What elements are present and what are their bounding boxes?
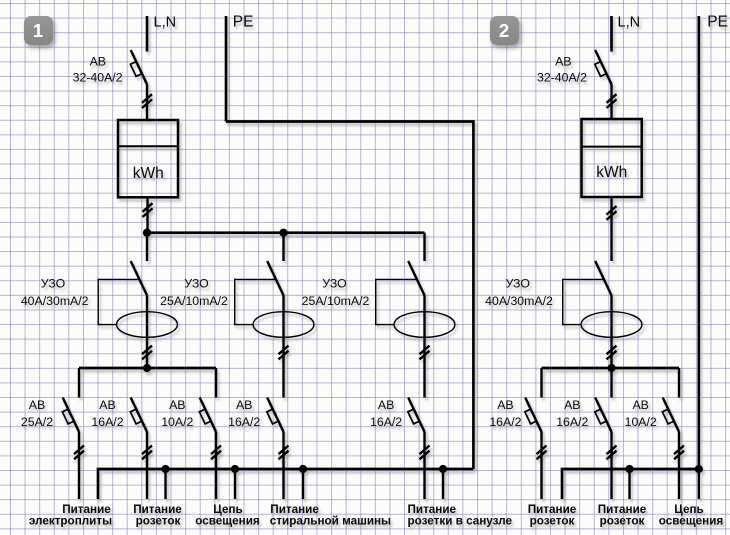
svg-text:25А/2: 25А/2: [21, 415, 53, 429]
svg-text:L,N: L,N: [154, 15, 177, 31]
svg-text:АВ: АВ: [99, 398, 115, 412]
svg-text:Цепь: Цепь: [213, 503, 242, 516]
svg-text:16А/2: 16А/2: [556, 415, 588, 429]
svg-text:kWh: kWh: [596, 164, 627, 181]
svg-text:АВ: АВ: [497, 398, 513, 412]
svg-text:40А/30mA/2: 40А/30mA/2: [21, 294, 89, 308]
svg-text:АВ: АВ: [236, 398, 252, 412]
svg-text:40А/30mA/2: 40А/30mA/2: [485, 294, 553, 308]
svg-text:розетки в санузле: розетки в санузле: [408, 514, 513, 527]
svg-text:32-40А/2: 32-40А/2: [537, 70, 587, 84]
svg-text:Цепь: Цепь: [674, 503, 703, 516]
svg-text:Питание: Питание: [408, 503, 457, 516]
svg-text:освещения: освещения: [659, 514, 723, 527]
svg-text:Питание: Питание: [528, 503, 577, 516]
svg-text:25А/10mA/2: 25А/10mA/2: [302, 294, 370, 308]
svg-text:УЗО: УЗО: [505, 277, 529, 291]
svg-text:розеток: розеток: [600, 514, 645, 527]
svg-text:электроплиты: электроплиты: [29, 514, 112, 527]
svg-text:розеток: розеток: [136, 514, 181, 527]
svg-text:Питание: Питание: [62, 503, 111, 516]
svg-text:АВ: АВ: [632, 398, 648, 412]
svg-text:АВ: АВ: [555, 55, 571, 69]
svg-text:kWh: kWh: [133, 165, 164, 182]
svg-text:освещения: освещения: [195, 514, 259, 527]
svg-text:АВ: АВ: [169, 398, 185, 412]
svg-text:PE: PE: [233, 14, 254, 31]
svg-text:10А/2: 10А/2: [161, 415, 193, 429]
svg-text:16А/2: 16А/2: [370, 415, 402, 429]
svg-text:25А/10mA/2: 25А/10mA/2: [160, 294, 228, 308]
svg-text:стиральной машины: стиральной машины: [270, 514, 391, 527]
svg-text:АВ: АВ: [29, 398, 45, 412]
svg-text:АВ: АВ: [378, 398, 394, 412]
svg-text:Питание: Питание: [270, 503, 319, 516]
svg-text:АВ: АВ: [564, 398, 580, 412]
svg-text:32-40А/2: 32-40А/2: [73, 71, 123, 85]
svg-text:розеток: розеток: [530, 514, 575, 527]
svg-text:УЗО: УЗО: [184, 277, 208, 291]
svg-text:PE: PE: [707, 14, 728, 31]
svg-text:АВ: АВ: [90, 55, 106, 69]
svg-text:L,N: L,N: [618, 15, 641, 31]
svg-text:16А/2: 16А/2: [489, 415, 521, 429]
svg-text:Питание: Питание: [133, 503, 182, 516]
svg-text:УЗО: УЗО: [41, 277, 65, 291]
svg-text:10А/2: 10А/2: [625, 415, 657, 429]
svg-text:УЗО: УЗО: [322, 277, 346, 291]
svg-text:16А/2: 16А/2: [228, 415, 260, 429]
svg-text:Питание: Питание: [598, 503, 647, 516]
svg-text:16А/2: 16А/2: [91, 415, 123, 429]
